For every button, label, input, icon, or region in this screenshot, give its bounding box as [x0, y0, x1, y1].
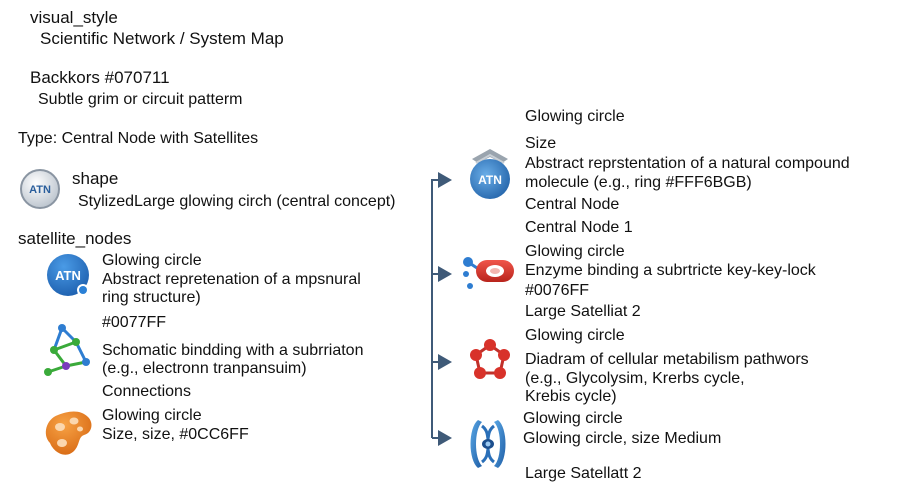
satellite-2-line-2: (e.g., electronn tranpansuim)	[102, 360, 307, 377]
atn-badge-icon: ATN	[19, 168, 61, 215]
background-heading: Backkors #070711	[30, 68, 170, 87]
background-value: Subtle grim or circuit patterm	[38, 91, 243, 108]
right-node-4-line-1: Glowing circle	[523, 410, 623, 427]
svg-text:ATN: ATN	[55, 268, 81, 283]
satellite-3-line-2: Size, size, #0CC6FF	[102, 426, 249, 443]
right-node-3-line-1: Glowing circle	[525, 327, 625, 344]
right-node-3-line-2: Diadram of cellular metabilism pathwors	[525, 351, 809, 368]
right-node-1-line-6: Central Node 1	[525, 219, 633, 236]
right-node-1-line-1: Glowing circle	[525, 108, 625, 125]
metabolism-ring-icon	[466, 337, 514, 390]
satellite-1-line-3: ring structure)	[102, 289, 201, 306]
satellite-2-line-1: Schomatic bindding with a subrriaton	[102, 342, 364, 359]
shape-description: StylizedLarge glowing circh (central con…	[78, 193, 396, 210]
right-node-2-line-1: Glowing circle	[525, 243, 625, 260]
atn-globe-icon: ATN	[462, 145, 518, 206]
satellite-1-line-4: #0077FF	[102, 314, 167, 331]
enzyme-capsule-icon	[460, 250, 520, 299]
type-label: Type: Central Node with Satellites	[18, 130, 259, 147]
right-node-1-line-3: Abstract reprstentation of a natural com…	[525, 155, 850, 172]
visual-style-value: Scientific Network / System Map	[40, 29, 284, 48]
mitochondria-icon	[460, 416, 516, 477]
atn-badge-icon: ATN	[44, 252, 94, 305]
right-node-4-line-3: Large Satellatt 2	[525, 465, 642, 482]
right-node-2-line-2: Enzyme binding a subrtricte key-key-lock	[525, 262, 816, 279]
satellite-1-line-1: Glowing circle	[102, 252, 202, 269]
satellite-3-line-1: Glowing circle	[102, 407, 202, 424]
visual-style-heading: visual_style	[30, 8, 118, 27]
svg-text:ATN: ATN	[29, 184, 51, 196]
satellite-nodes-heading: satellite_nodes	[18, 229, 132, 248]
right-node-4-line-2: Glowing circle, size Medium	[523, 430, 722, 447]
shape-label: shape	[72, 169, 119, 188]
connector-to-node-1	[431, 172, 452, 438]
svg-text:ATN: ATN	[478, 173, 502, 187]
right-node-3-line-3: (e.g., Glycolysim, Krerbs cycle,	[525, 370, 745, 387]
organic-blob-icon	[40, 405, 96, 464]
right-node-1-line-4: molecule (e.g., ring #FFF6BGB)	[525, 174, 752, 191]
satellite-2-line-3: Connections	[102, 383, 191, 400]
right-node-2-line-4: Large Satelliat 2	[525, 303, 641, 320]
right-node-2-line-3: #0076FF	[525, 282, 590, 299]
right-node-1-line-5: Central Node	[525, 196, 620, 213]
right-node-1-line-2: Size	[525, 135, 557, 152]
right-node-3-line-4: Krebis cycle)	[525, 388, 617, 405]
satellite-1-line-2: Abstract repretenation of a mpsnural	[102, 271, 361, 288]
molecule-network-icon	[40, 322, 98, 385]
